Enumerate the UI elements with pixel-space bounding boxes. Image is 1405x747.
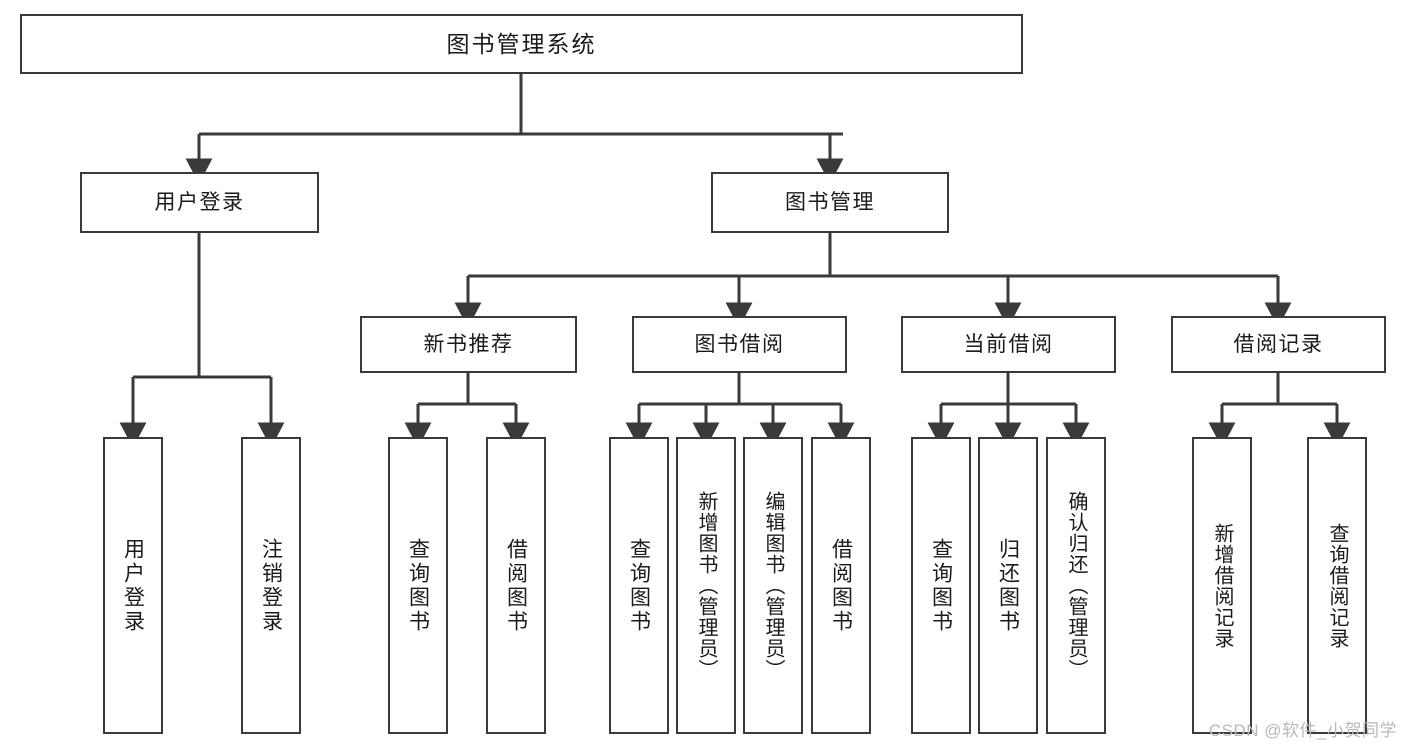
leaf-borrow-book-borrow[interactable]: 借阅图书 [811, 437, 871, 734]
leaf-add-borrow-record[interactable]: 新增借阅记录 [1192, 437, 1252, 734]
node-new-book-recommendation-label: 新书推荐 [423, 332, 514, 356]
node-book-borrow[interactable]: 图书借阅 [632, 316, 847, 373]
leaf-borrow-book-borrow-label: 借阅图书 [829, 537, 853, 634]
leaf-query-book-current[interactable]: 查询图书 [911, 437, 971, 734]
leaf-query-book-new-rec-label: 查询图书 [406, 537, 430, 634]
leaf-add-book-admin-label: 新增图书（管理员） [695, 491, 717, 680]
leaf-query-borrow-record[interactable]: 查询借阅记录 [1307, 437, 1367, 734]
leaf-borrow-book-new-rec[interactable]: 借阅图书 [486, 437, 546, 734]
node-new-book-recommendation[interactable]: 新书推荐 [360, 316, 577, 373]
leaf-query-book-new-rec[interactable]: 查询图书 [388, 437, 448, 734]
node-book-management[interactable]: 图书管理 [711, 172, 949, 233]
node-book-management-label: 图书管理 [785, 190, 875, 214]
node-current-borrow[interactable]: 当前借阅 [901, 316, 1116, 373]
leaf-confirm-return-admin-label: 确认归还（管理员） [1065, 491, 1087, 680]
leaf-query-book-current-label: 查询图书 [929, 537, 953, 634]
leaf-edit-book-admin[interactable]: 编辑图书（管理员） [743, 437, 803, 734]
leaf-confirm-return-admin[interactable]: 确认归还（管理员） [1046, 437, 1106, 734]
leaf-query-book-borrow[interactable]: 查询图书 [609, 437, 669, 734]
node-borrow-record-label: 借阅记录 [1233, 332, 1324, 356]
node-current-borrow-label: 当前借阅 [963, 332, 1054, 356]
leaf-user-login-label: 用户登录 [121, 537, 145, 634]
node-root-label: 图书管理系统 [446, 30, 597, 57]
leaf-user-login[interactable]: 用户登录 [103, 437, 163, 734]
leaf-add-book-admin[interactable]: 新增图书（管理员） [676, 437, 736, 734]
leaf-return-book[interactable]: 归还图书 [978, 437, 1038, 734]
csdn-watermark: CSDN @软件_小贺同学 [1208, 721, 1397, 740]
node-book-borrow-label: 图书借阅 [694, 332, 785, 356]
node-user-login-label: 用户登录 [154, 190, 245, 214]
leaf-query-borrow-record-label: 查询借阅记录 [1326, 522, 1348, 649]
leaf-add-borrow-record-label: 新增借阅记录 [1211, 522, 1233, 649]
leaf-logout[interactable]: 注销登录 [241, 437, 301, 734]
leaf-borrow-book-new-rec-label: 借阅图书 [504, 537, 528, 634]
leaf-query-book-borrow-label: 查询图书 [627, 537, 651, 634]
leaf-edit-book-admin-label: 编辑图书（管理员） [762, 491, 784, 680]
node-user-login[interactable]: 用户登录 [80, 172, 319, 233]
leaf-return-book-label: 归还图书 [996, 537, 1020, 634]
node-borrow-record[interactable]: 借阅记录 [1171, 316, 1386, 373]
leaf-logout-label: 注销登录 [259, 537, 283, 634]
node-root-book-management-system[interactable]: 图书管理系统 [20, 14, 1023, 74]
